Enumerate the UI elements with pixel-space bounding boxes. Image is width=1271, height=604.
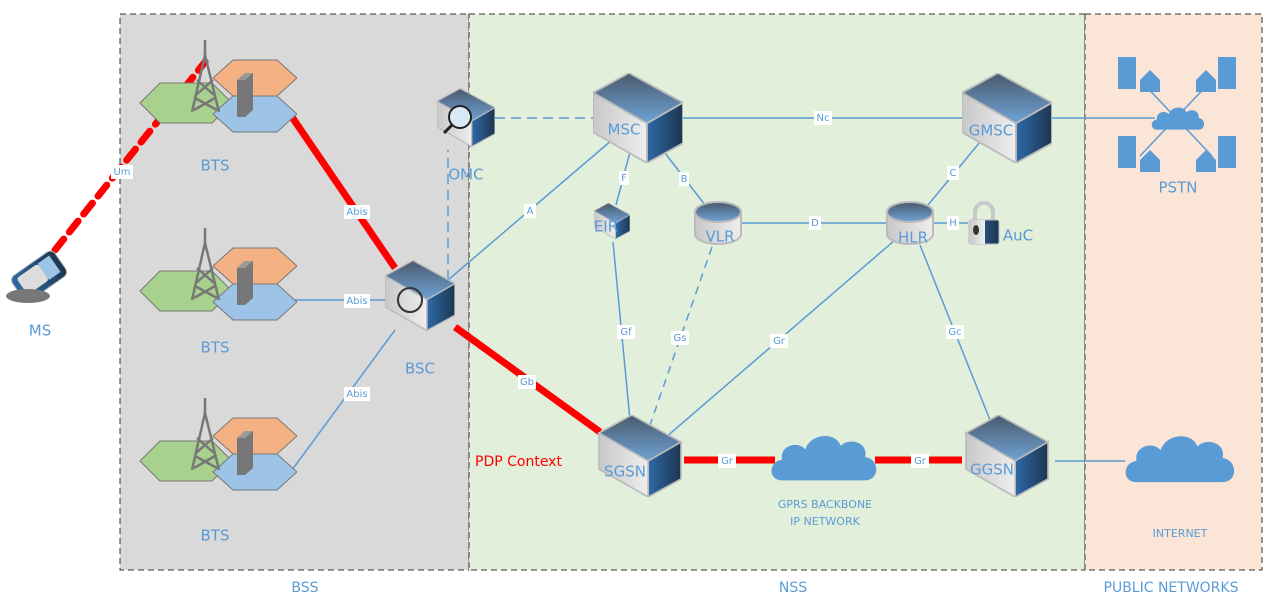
svg-text:Gr: Gr [773, 336, 786, 347]
svg-text:Gr: Gr [914, 456, 927, 467]
svg-text:Gc: Gc [948, 327, 961, 338]
backbone-label-line1: GPRS BACKBONE [778, 498, 872, 511]
sgsn-label: SGSN [604, 463, 646, 481]
gb-label: Gb [518, 375, 536, 389]
abis-label-2: Abis [344, 294, 370, 308]
svg-text:C: C [950, 168, 957, 179]
svg-text:Gf: Gf [620, 327, 632, 338]
gs-label: Gs [671, 331, 689, 345]
hlr-label: HLR [898, 229, 928, 247]
vlr-label: VLR [705, 228, 734, 246]
abis-label-3: Abis [344, 387, 370, 401]
pstn-group: PSTN [1118, 57, 1236, 197]
svg-text:A: A [527, 206, 534, 217]
auc-label: AuC [1003, 227, 1033, 245]
gc-label: Gc [946, 325, 964, 339]
gs-link [649, 246, 713, 426]
nc-label: Nc [814, 111, 832, 125]
link-labels: Um Abis Abis Abis A Gb Nc F B D H C Gf G… [111, 111, 964, 468]
public-networks-region [1084, 13, 1263, 571]
internet-label: INTERNET [1153, 527, 1208, 540]
abis-link-3 [291, 329, 396, 471]
svg-text:Abis: Abis [346, 207, 367, 218]
magnifier-icon [448, 105, 472, 129]
backbone-label-line2: IP NETWORK [790, 515, 860, 528]
public-networks-label: PUBLIC NETWORKS [1104, 580, 1239, 596]
msc-label: MSC [608, 121, 641, 139]
eir-label: EIR [594, 218, 618, 236]
bts-3-label: BTS [201, 527, 230, 545]
mobile-phone-icon [11, 250, 68, 302]
svg-text:Gs: Gs [674, 333, 687, 344]
building-icons [1118, 57, 1236, 172]
gmsc-label: GMSC [969, 122, 1014, 140]
gr-hlr-label: Gr [770, 334, 788, 348]
ms-label: MS [29, 322, 51, 340]
svg-text:Abis: Abis [346, 296, 367, 307]
f-label: F [619, 171, 629, 185]
pstn-label: PSTN [1159, 179, 1198, 197]
h-label: H [947, 216, 959, 230]
b-label: B [679, 172, 689, 186]
svg-text:H: H [949, 218, 957, 229]
svg-text:Abis: Abis [346, 389, 367, 400]
a-label: A [524, 204, 536, 218]
svg-text:Gr: Gr [721, 456, 734, 467]
abis-label-1: Abis [344, 205, 370, 219]
bss-label: BSS [291, 580, 318, 596]
abis-link-1 [289, 115, 398, 270]
ggsn-label: GGSN [970, 461, 1014, 479]
bts-1-label: BTS [201, 157, 230, 175]
d-label: D [809, 216, 821, 230]
svg-text:Um: Um [113, 167, 130, 178]
svg-text:Nc: Nc [817, 113, 830, 124]
svg-text:B: B [681, 174, 688, 185]
gr-sgsn-label: Gr [718, 454, 736, 468]
nss-label: NSS [779, 580, 807, 596]
c-label: C [947, 166, 959, 180]
gf-label: Gf [617, 325, 635, 339]
omc-label: OMC [448, 166, 483, 184]
um-label: Um [111, 165, 133, 179]
pdp-context-annotation: PDP Context [475, 454, 562, 470]
svg-text:Gb: Gb [520, 377, 534, 388]
svg-text:D: D [811, 218, 819, 229]
lock-icon [968, 201, 1000, 245]
mobile-station: MS [6, 250, 68, 340]
svg-text:F: F [621, 173, 627, 184]
bsc-label: BSC [405, 360, 435, 378]
bts-2-label: BTS [201, 339, 230, 357]
gr-ggsn-label: Gr [911, 454, 929, 468]
